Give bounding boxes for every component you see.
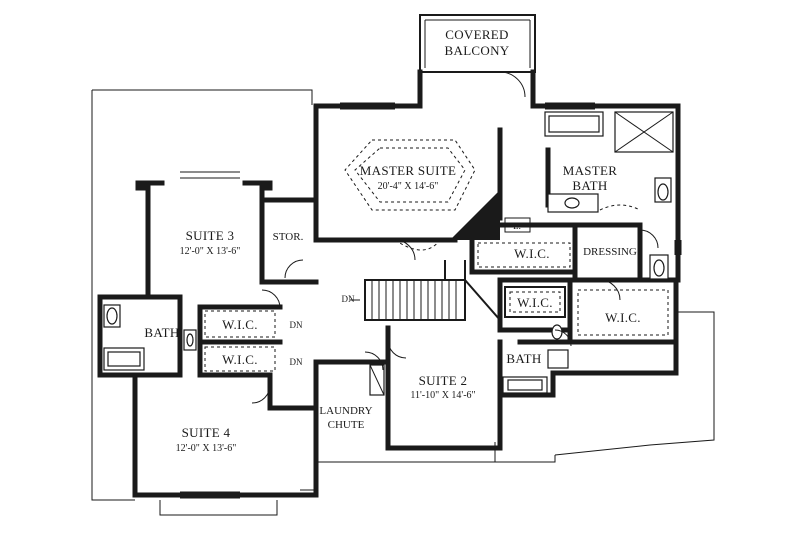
covered-balcony-line1: COVERED [445,27,509,42]
laundry-chute-line2: CHUTE [328,419,365,431]
master-closets: W.I.C. L. DRESSING W.I.C. [477,217,669,336]
suite2-name: SUITE 2 [419,373,468,388]
laundry-chute: LAUNDRY CHUTE [319,364,385,431]
suite2-dims: 11'-10" X 14'-6" [410,390,475,401]
wic-master-right-label: W.I.C. [605,310,641,325]
master-bath-fixtures: MASTER BATH [544,111,674,213]
door-swings [251,71,659,404]
windows [180,102,682,499]
wic-suite2-label: W.I.C. [517,295,553,310]
dn-lower-label: DN [290,357,303,367]
suite4-dims: 12'-0" X 13'-6" [176,443,237,454]
covered-balcony: COVERED BALCONY [419,14,536,73]
staircase: DN [342,260,501,321]
suite2-area: W.I.C. BATH SUITE 2 11'-10" X 14'-6" [410,286,569,401]
bath-right-label: BATH [506,351,541,366]
covered-balcony-line2: BALCONY [445,43,510,58]
suite3-area: SUITE 3 12'-0" X 13'-6" STOR. W.I.C. DN [180,228,304,338]
dressing-label: DRESSING [583,246,637,258]
stair-dn-label: DN [342,294,355,304]
roof-outline [91,89,715,516]
tray-ceiling: MASTER SUITE 20'-4" X 14'-6" [344,139,476,211]
suite3-name: SUITE 3 [186,228,235,243]
master-bath-line2: BATH [572,178,607,193]
master-suite-dims: 20'-4" X 14'-6" [378,181,439,192]
master-bath-line1: MASTER [563,163,618,178]
wic-master-label: W.I.C. [514,246,550,261]
interior-walls [145,127,679,411]
left-bath: BATH [103,304,197,371]
bath-left-label: BATH [144,325,179,340]
wic-suite3-label: W.I.C. [222,317,258,332]
suite4-name: SUITE 4 [182,425,231,440]
suite3-dims: 12'-0" X 13'-6" [180,246,241,257]
stor-label: STOR. [273,231,304,243]
closet-wedge [450,190,500,240]
laundry-chute-line1: LAUNDRY [319,405,372,417]
linen-label: L. [513,221,521,231]
dn-upper-label: DN [290,320,303,330]
master-suite-name: MASTER SUITE [360,163,456,178]
wic-suite4-label: W.I.C. [222,352,258,367]
suite4-area: W.I.C. DN SUITE 4 12'-0" X 13'-6" [176,346,303,454]
